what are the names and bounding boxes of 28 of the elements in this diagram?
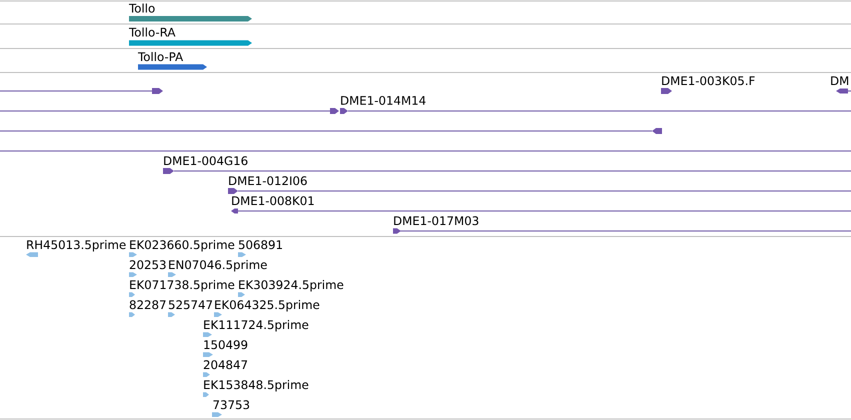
feature-label: 20253 bbox=[130, 260, 166, 270]
feature-label: DME1-012I06 bbox=[229, 176, 307, 186]
feature-label: 525747 bbox=[168, 300, 212, 310]
feature-label: DME1-004G16 bbox=[164, 156, 248, 166]
feature-label: EK023660.5prime bbox=[130, 240, 234, 252]
feature-label: Tollo-RA bbox=[128, 28, 176, 37]
feature-label: Tollo bbox=[128, 4, 155, 13]
feature-label: 82287 bbox=[130, 300, 166, 310]
feature-label: DME1-014M14 bbox=[341, 96, 426, 105]
feature-label: 204847 bbox=[204, 360, 248, 370]
feature-bar bbox=[652, 128, 662, 134]
feature-label: 73753 bbox=[213, 400, 250, 410]
feature-label: EK064325.5prime bbox=[215, 300, 320, 312]
feature-label: Tollo-PA bbox=[138, 52, 184, 62]
feature-label: EK153848.5prime bbox=[204, 380, 308, 392]
feature-label: EK111724.5prime bbox=[204, 320, 308, 332]
feature-label: 150499 bbox=[204, 340, 248, 350]
feature-label: EK303924.5prime bbox=[239, 280, 344, 292]
feature-bar bbox=[152, 88, 163, 94]
feature-label: EK071738.5prime bbox=[130, 280, 234, 292]
feature-label: RH45013.5prime bbox=[27, 240, 126, 252]
feature-bar bbox=[330, 108, 339, 114]
feature-label: 506891 bbox=[238, 240, 282, 250]
feature-label: DME1-003K05.F bbox=[662, 76, 755, 86]
feature-label: EN07046.5prime bbox=[169, 260, 267, 272]
feature-label: DME1-008K01 bbox=[232, 196, 314, 206]
feature-label: DM bbox=[831, 76, 848, 85]
feature-label: DME1-017M03 bbox=[394, 216, 478, 226]
